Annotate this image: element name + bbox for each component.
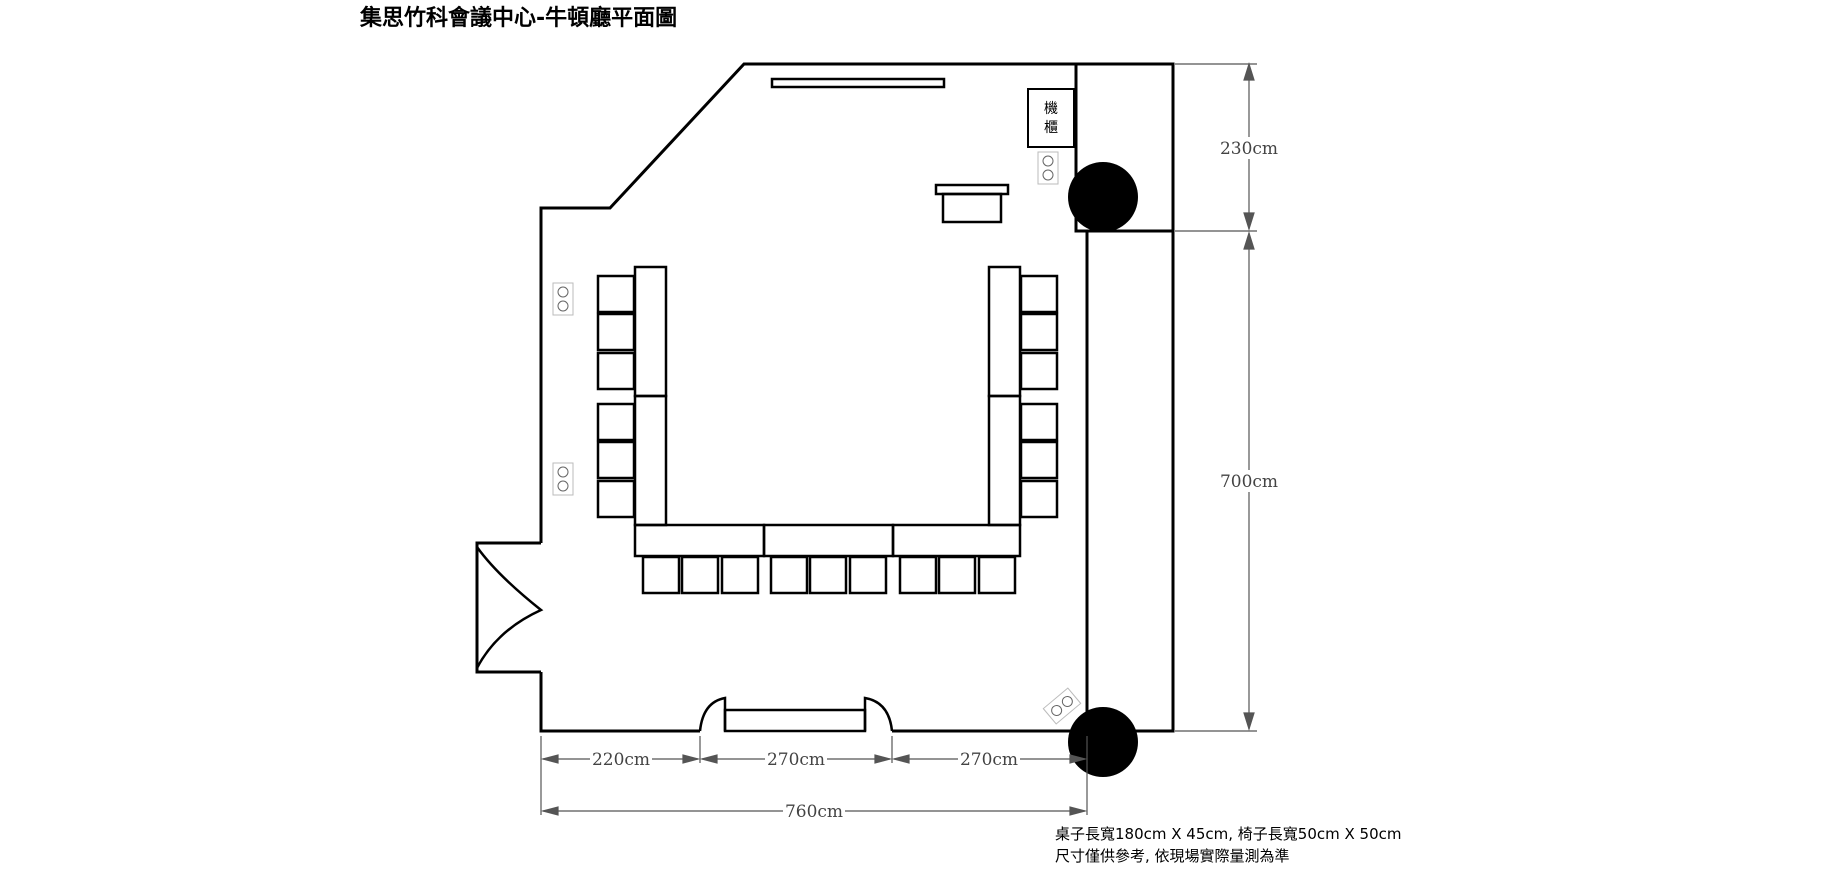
dim-label-270-b: 270cm	[960, 750, 1018, 770]
table	[891, 523, 1022, 558]
dim-label-220: 220cm	[592, 750, 650, 770]
outlet-icon	[1037, 151, 1059, 185]
bottom-door-right	[863, 696, 894, 732]
chair	[977, 555, 1017, 595]
dim-label-700: 700cm	[1220, 472, 1278, 492]
outlet-icon	[552, 282, 574, 316]
table	[633, 265, 668, 398]
chair	[596, 402, 636, 442]
chair	[596, 312, 636, 352]
note-disclaimer: 尺寸僅供參考, 依現場實際量測為準	[1055, 847, 1290, 865]
podium	[934, 183, 1010, 196]
pillar-top	[1068, 162, 1138, 232]
dim-label-760: 760cm	[785, 802, 843, 822]
room-walls	[475, 62, 1175, 733]
service-corridor	[1085, 229, 1175, 733]
table	[633, 523, 766, 558]
outlet-icon	[1042, 687, 1082, 725]
table	[987, 265, 1022, 398]
chair	[1019, 274, 1059, 314]
chairs	[596, 274, 1059, 595]
note-dimensions: 桌子長寬180cm X 45cm, 椅子長寬50cm X 50cm	[1055, 825, 1402, 843]
outlet-icon	[552, 462, 574, 496]
dimension-lines	[540, 61, 1257, 816]
equipment-cabinet	[1027, 88, 1075, 148]
chair	[1019, 312, 1059, 352]
table	[987, 394, 1022, 527]
page-title: 集思竹科會議中心-牛頓廳平面圖	[360, 6, 678, 31]
table	[762, 523, 895, 558]
pillar-bottom	[1068, 707, 1138, 777]
table-layout	[633, 265, 1022, 558]
left-door	[475, 546, 544, 669]
chair	[596, 274, 636, 314]
chair	[1019, 440, 1059, 480]
chair	[1019, 402, 1059, 442]
projection-screen	[770, 77, 946, 89]
chair	[596, 440, 636, 480]
cabinet-label-2: 櫃	[1044, 120, 1058, 136]
table	[633, 394, 668, 527]
chair	[596, 479, 636, 519]
chair	[1019, 351, 1059, 391]
cabinet-label-1: 機	[1044, 101, 1058, 117]
chair	[898, 555, 938, 595]
bottom-door-left	[698, 696, 727, 732]
chair	[641, 555, 681, 595]
chair	[848, 555, 888, 595]
chair	[769, 555, 809, 595]
chair	[808, 555, 848, 595]
chair	[596, 351, 636, 391]
chair	[720, 555, 760, 595]
bottom-door-frame	[723, 708, 867, 733]
chair	[1019, 479, 1059, 519]
chair	[680, 555, 720, 595]
dim-label-270-a: 270cm	[767, 750, 825, 770]
dim-label-230: 230cm	[1220, 139, 1278, 159]
chair	[937, 555, 977, 595]
